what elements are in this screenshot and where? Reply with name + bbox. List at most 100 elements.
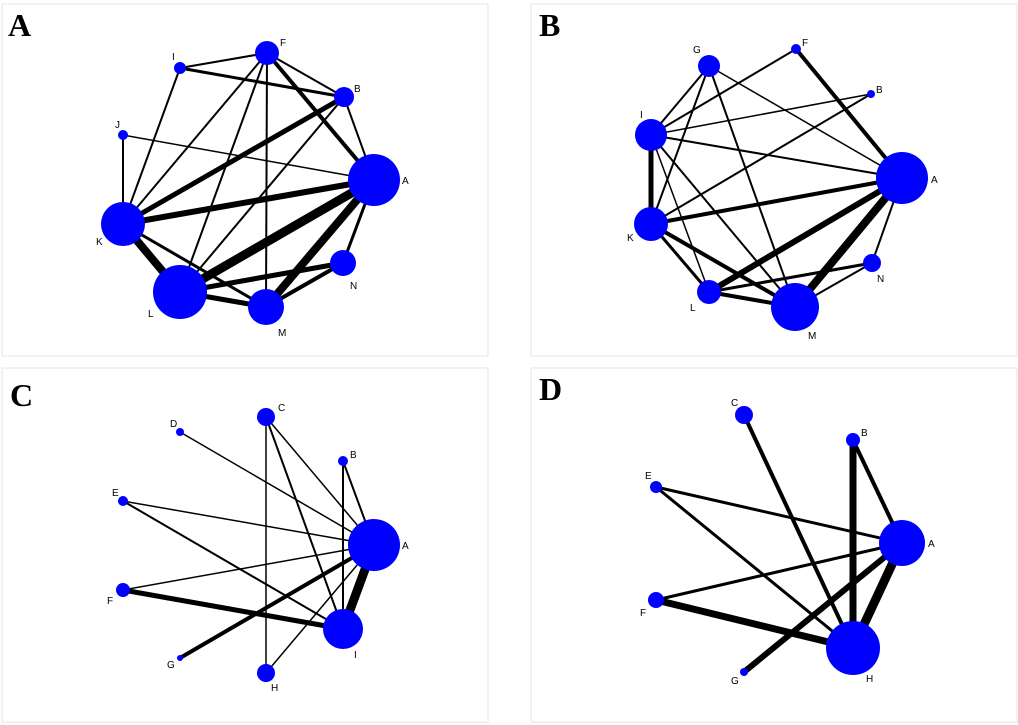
panel-c-node-label-b: B	[350, 450, 357, 461]
panel-c-node-label-f: F	[107, 596, 113, 607]
panel-d-edge-e-a	[655, 485, 903, 545]
panel-c-edge-e-i	[122, 500, 344, 630]
panel-c-frame	[1, 367, 489, 723]
panel-b-node-n	[863, 254, 881, 272]
panel-b-node-label-f: F	[802, 38, 808, 49]
panel-a-node-label-b: B	[354, 84, 361, 95]
panel-b-node-l	[697, 280, 721, 304]
panel-a-node-label-i: I	[172, 52, 175, 63]
panel-d-node-f	[648, 592, 664, 608]
panel-d-edge-f-h	[655, 596, 854, 652]
panel-a-edge-b-k	[121, 94, 346, 227]
panel-a-node-f	[255, 41, 279, 65]
panel-a-node-label-n: N	[350, 281, 357, 292]
panel-b-node-label-g: G	[693, 45, 701, 56]
panel-b-node-label-n: N	[877, 274, 884, 285]
panel-a-frame	[1, 3, 489, 357]
panel-d-node-label-a: A	[928, 539, 935, 550]
panel-b-edge-g-a	[708, 65, 903, 179]
panel-a-edge-b-l	[179, 96, 345, 293]
panel-a-node-a	[348, 154, 400, 206]
panel-c-node-label-e: E	[112, 488, 119, 499]
panel-b-node-k	[634, 207, 668, 241]
panel-c-node-label-d: D	[170, 419, 177, 430]
panel-a-edge-f-k	[122, 52, 268, 225]
panel-c-letter: C	[10, 377, 33, 413]
panel-d-node-label-g: G	[731, 676, 739, 687]
panel-b-edge-g-m	[708, 65, 796, 308]
panel-c-node-label-h: H	[271, 683, 278, 694]
panel-a-edge-m-a	[262, 177, 378, 310]
panel-a-edge-k-a	[122, 177, 375, 227]
panel-d-node-g	[740, 668, 748, 676]
panel-b-edge-m-a	[791, 175, 906, 310]
panel-c-node-b	[338, 456, 348, 466]
panel-b-node-g	[698, 55, 720, 77]
panel-b-node-label-k: K	[627, 233, 634, 244]
panel-a-edge-l-a	[177, 176, 377, 296]
panel-a-edge-f-l	[179, 52, 268, 293]
panel-c-edge-g-a	[178, 543, 376, 660]
panel-d-edge-f-a	[655, 541, 903, 602]
panel-a-node-k	[101, 202, 145, 246]
panel-a-edge-k-m	[122, 222, 267, 309]
panel-b-node-i	[635, 119, 667, 151]
panel-d-node-a	[879, 520, 925, 566]
panel-b-edge-k-m	[650, 222, 796, 309]
panel-a-node-i	[174, 62, 186, 74]
panel-b-edge-b-i	[650, 93, 872, 136]
panel-b-node-label-m: M	[808, 331, 816, 342]
panel-d-node-b	[846, 433, 860, 447]
panel-c-node-a	[348, 519, 400, 571]
panel-b-edge-i-a	[650, 134, 903, 179]
panel-d-node-c	[735, 406, 753, 424]
panel-c-node-e	[118, 496, 128, 506]
panel-c-node-label-g: G	[167, 660, 175, 671]
panel-b-node-m	[771, 283, 819, 331]
panel-c-edge-f-a	[122, 544, 375, 591]
panel-c-node-label-c: C	[278, 403, 285, 414]
panel-c-edge-c-a	[265, 416, 375, 546]
panel-a-node-label-l: L	[148, 309, 154, 320]
panel-b-edge-l-a	[707, 175, 904, 295]
panel-c-edge-f-i	[122, 587, 344, 632]
panel-d-edge-g-a	[742, 540, 904, 675]
panel-b-letter: B	[539, 7, 560, 43]
panel-d-edge-c-h	[742, 414, 855, 649]
panel-a-node-label-f: F	[280, 38, 286, 49]
panel-a-edge-l-n	[179, 260, 344, 295]
panel-b-node-label-l: L	[690, 303, 696, 314]
panel-b-node-label-b: B	[876, 85, 883, 96]
panel-a-letter: A	[8, 7, 31, 43]
panel-a-node-l	[153, 265, 207, 319]
panel-c-edge-h-a	[265, 544, 375, 674]
panel-b-edge-k-a	[650, 176, 903, 226]
panel-a-edge-f-m	[265, 52, 268, 308]
panel-a-edge-i-b	[179, 66, 345, 99]
panel-c-node-h	[257, 664, 275, 682]
panel-b-node-label-i: I	[640, 110, 643, 121]
panel-b-edge-i-l	[650, 134, 710, 293]
panel-c-node-d	[176, 428, 184, 436]
panel-b-node-b	[867, 90, 875, 98]
panel-c-edge-c-i	[265, 416, 344, 630]
panel-c-node-g	[177, 655, 183, 661]
panel-c-edge-d-a	[179, 431, 375, 546]
panel-c-node-f	[116, 583, 130, 597]
panel-d-node-label-b: B	[861, 428, 868, 439]
panel-b-edges	[648, 47, 906, 310]
panel-a-node-m	[248, 289, 284, 325]
panel-b-edge-l-n	[708, 261, 873, 294]
panel-b-node-f	[791, 44, 801, 54]
panel-c-edge-e-a	[122, 500, 375, 546]
panel-b-node-a	[876, 152, 928, 204]
panel-c-node-c	[257, 408, 275, 426]
panel-d-edge-e-h	[655, 485, 854, 650]
